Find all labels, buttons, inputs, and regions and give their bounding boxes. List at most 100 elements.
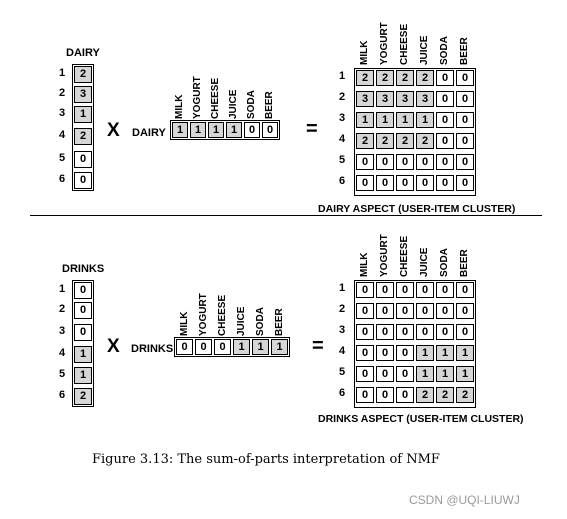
item-vector-cell: 1	[226, 122, 242, 138]
result-cell: 0	[396, 324, 414, 340]
user-vector-cell: 0	[74, 151, 92, 168]
result-cell: 0	[376, 303, 394, 319]
result-cell: 1	[396, 112, 414, 128]
result-row-label: 4	[338, 345, 346, 357]
result-cell: 0	[456, 324, 474, 340]
equals-symbol: =	[312, 335, 324, 357]
result-header-milk: MILK	[359, 252, 370, 277]
result-cell: 0	[376, 282, 394, 298]
result-cell: 0	[416, 154, 434, 170]
result-cell: 0	[456, 112, 474, 128]
user-row-label: 5	[58, 152, 66, 164]
item-header-beer: BEER	[273, 308, 285, 336]
result-cell: 0	[456, 70, 474, 86]
result-cell: 0	[376, 345, 394, 361]
result-header-milk: MILK	[359, 40, 370, 65]
equals-symbol: =	[306, 118, 318, 140]
result-cell: 1	[376, 112, 394, 128]
user-row-label: 2	[58, 87, 66, 99]
item-vector-cell: 1	[233, 339, 250, 355]
result-matrix-frame	[354, 280, 476, 408]
user-vector-cell: 2	[74, 66, 92, 83]
user-row-label: 4	[58, 129, 66, 141]
result-cell: 1	[356, 112, 374, 128]
user-vector-cell: 2	[74, 388, 92, 405]
result-row-label: 3	[338, 324, 346, 336]
result-cell: 0	[436, 175, 454, 191]
result-cell: 0	[436, 70, 454, 86]
result-cell: 0	[456, 303, 474, 319]
result-cell: 2	[376, 70, 394, 86]
user-row-label: 6	[58, 173, 66, 185]
result-row-label: 2	[338, 91, 346, 103]
result-cell: 0	[436, 133, 454, 149]
result-cell: 1	[416, 345, 434, 361]
result-header-cheese: CHEESE	[399, 235, 410, 277]
dairy-item-row-label: DAIRY	[132, 127, 166, 139]
result-cell: 0	[356, 387, 374, 403]
item-header-milk: MILK	[174, 94, 185, 119]
user-vector-cell: 2	[74, 128, 92, 145]
item-vector-cell: 1	[190, 122, 206, 138]
item-header-milk: MILK	[178, 311, 190, 336]
item-vector-cell: 1	[252, 339, 269, 355]
user-vector-frame	[72, 280, 94, 407]
drinks-aspect-label: DRINKS ASPECT (USER-ITEM CLUSTER)	[318, 413, 524, 425]
item-vector-cell: 0	[244, 122, 260, 138]
result-cell: 0	[456, 175, 474, 191]
result-row-label: 3	[338, 112, 346, 124]
user-vector-cell: 0	[74, 324, 92, 341]
item-header-juice: JUICE	[235, 306, 247, 336]
result-cell: 3	[396, 91, 414, 107]
result-cell: 0	[436, 324, 454, 340]
item-header-cheese: CHEESE	[216, 294, 228, 336]
section-divider	[30, 215, 542, 216]
result-cell: 0	[376, 324, 394, 340]
item-header-beer: BEER	[264, 91, 275, 119]
user-vector-cell: 1	[74, 106, 92, 123]
user-row-label: 3	[58, 325, 66, 337]
result-cell: 0	[396, 282, 414, 298]
user-vector-cell: 3	[74, 86, 92, 103]
dairy-vector-title: DAIRY	[66, 47, 100, 59]
result-cell: 1	[416, 112, 434, 128]
item-header-soda: SODA	[254, 307, 266, 336]
result-cell: 2	[396, 70, 414, 86]
figure-caption: Figure 3.13: The sum-of-parts interpreta…	[92, 452, 440, 467]
result-cell: 0	[456, 91, 474, 107]
item-header-juice: JUICE	[228, 89, 239, 119]
result-cell: 1	[456, 366, 474, 382]
result-header-beer: BEER	[459, 249, 470, 277]
user-row-label: 1	[58, 67, 66, 79]
result-cell: 2	[356, 70, 374, 86]
item-vector-cell: 0	[214, 339, 231, 355]
result-cell: 0	[376, 175, 394, 191]
result-cell: 3	[416, 91, 434, 107]
result-cell: 0	[356, 366, 374, 382]
item-header-yogurt: YOGURT	[197, 293, 209, 336]
user-vector-frame	[72, 64, 94, 191]
item-vector-cell: 0	[262, 122, 278, 138]
multiply-symbol: X	[107, 336, 120, 357]
result-cell: 3	[356, 91, 374, 107]
result-cell: 0	[456, 282, 474, 298]
result-header-soda: SODA	[439, 248, 450, 277]
result-row-label: 1	[338, 70, 346, 82]
user-vector-cell: 0	[74, 172, 92, 189]
item-vector-cell: 0	[176, 339, 193, 355]
result-header-yogurt: YOGURT	[379, 22, 390, 65]
dairy-aspect-label: DAIRY ASPECT (USER-ITEM CLUSTER)	[318, 203, 516, 215]
result-row-label: 5	[338, 366, 346, 378]
result-row-label: 1	[338, 282, 346, 294]
result-cell: 2	[416, 70, 434, 86]
result-cell: 0	[436, 91, 454, 107]
user-row-label: 3	[58, 107, 66, 119]
result-row-label: 5	[338, 154, 346, 166]
result-cell: 0	[356, 154, 374, 170]
result-cell: 0	[436, 303, 454, 319]
result-cell: 2	[356, 133, 374, 149]
result-cell: 0	[396, 175, 414, 191]
result-cell: 0	[396, 345, 414, 361]
result-cell: 1	[436, 366, 454, 382]
result-cell: 2	[396, 133, 414, 149]
